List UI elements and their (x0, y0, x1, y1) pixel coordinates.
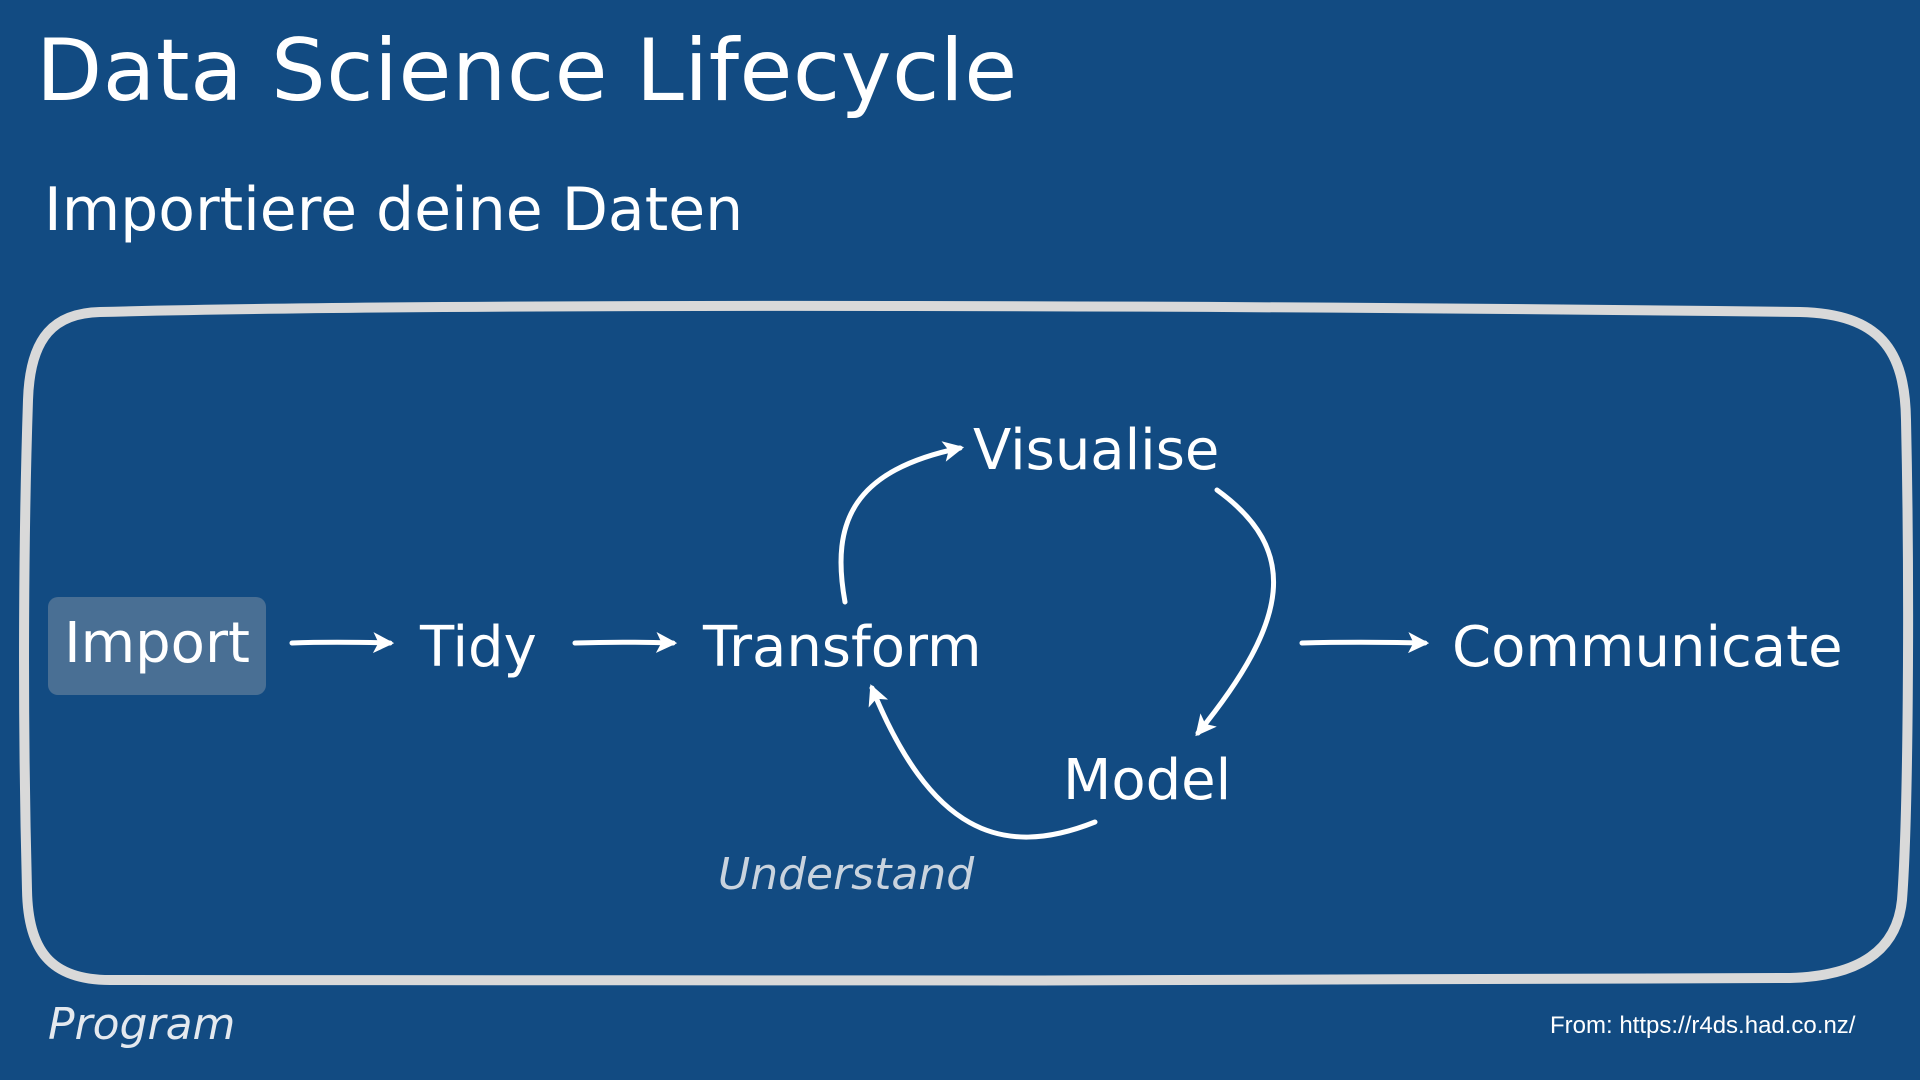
arrow-understand-communicate (1299, 632, 1430, 654)
arrow-model-transform (868, 684, 1098, 840)
slide-title: Data Science Lifecycle (36, 21, 1018, 121)
slide-subtitle: Importiere deine Daten (44, 175, 744, 245)
node-communicate: Communicate (1452, 615, 1843, 680)
node-model: Model (1063, 748, 1232, 813)
node-transform: Transform (703, 615, 982, 680)
program-frame (19, 300, 1914, 986)
source-citation: From: https://r4ds.had.co.nz/ (1550, 1012, 1856, 1039)
node-visualise: Visualise (973, 418, 1220, 483)
arrow-tidy-transform (572, 631, 678, 653)
arrow-visualise-model (1195, 487, 1277, 737)
node-tidy: Tidy (420, 615, 537, 680)
node-import: Import (48, 597, 266, 695)
program-label: Program (48, 999, 236, 1050)
node-import-label: Import (64, 611, 250, 676)
arrow-transform-visualise (838, 441, 965, 605)
understand-label: Understand (718, 849, 975, 900)
arrow-import-tidy (289, 632, 395, 654)
